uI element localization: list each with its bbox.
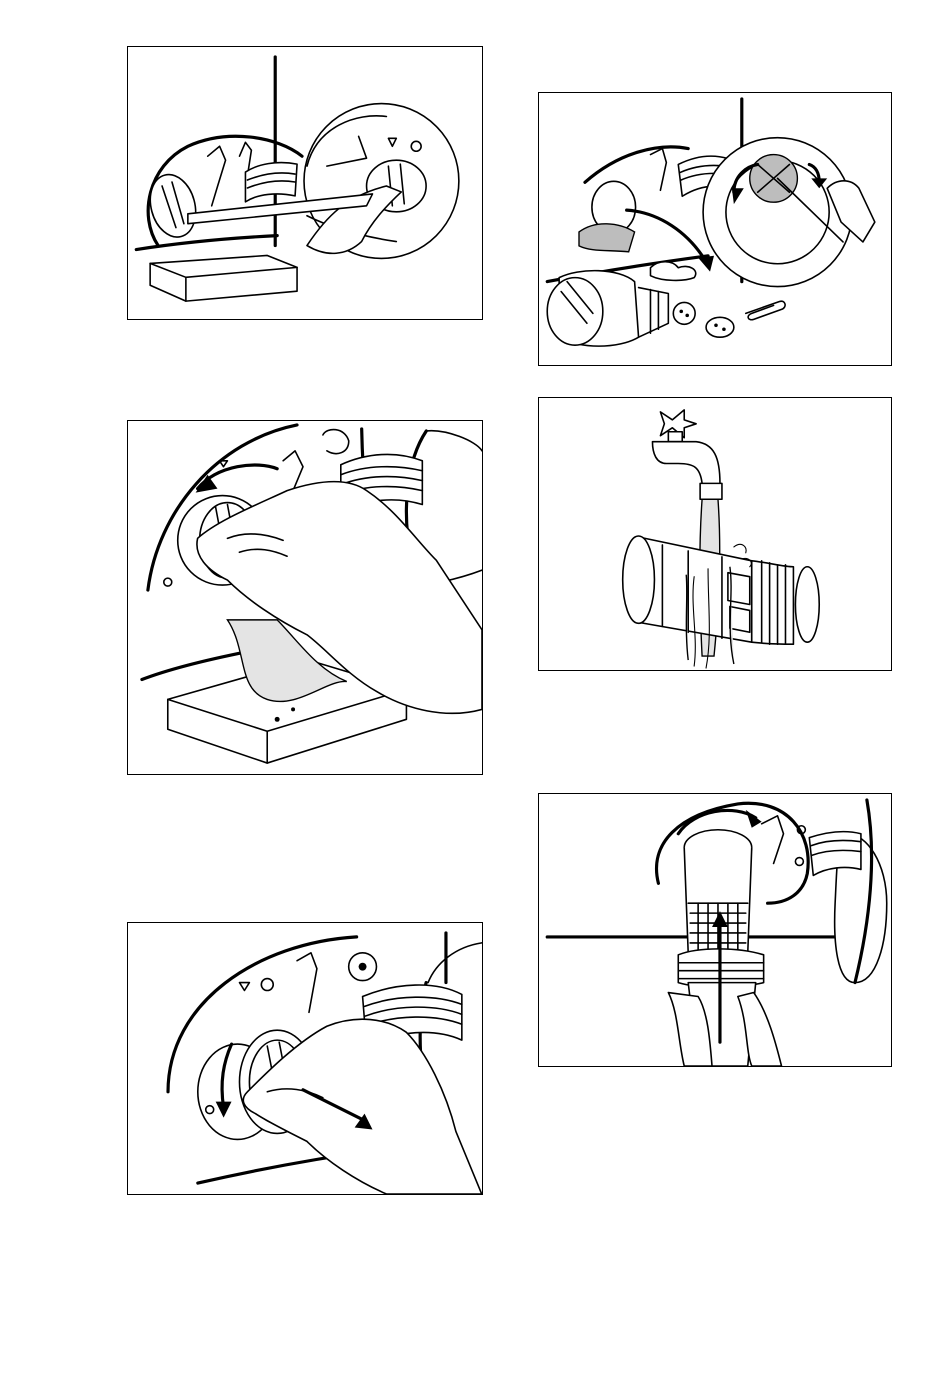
step-illustration-2 [127,420,483,775]
draining-water-icon [128,421,482,774]
step-illustration-6 [538,793,892,1067]
unscrew-filter-icon [128,923,482,1194]
step-illustration-3 [127,922,483,1195]
refit-filter-icon [539,794,891,1066]
step-illustration-5 [538,397,892,671]
filter-impeller-check-icon [539,93,891,365]
step-illustration-4 [538,92,892,366]
rinse-filter-tap-icon [539,398,891,670]
step-illustration-1 [127,46,483,320]
emergency-drain-tube-icon [128,47,482,319]
